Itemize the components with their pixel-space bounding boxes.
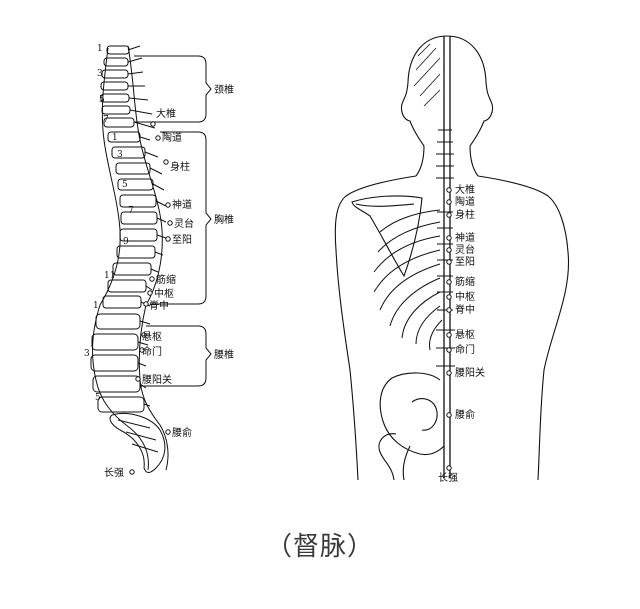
back-point-jizhong: 脊中 bbox=[455, 303, 475, 316]
torso-outline bbox=[334, 175, 417, 481]
diagram-caption: （督脉） bbox=[265, 532, 374, 562]
spine-point-dazhui: 大椎 bbox=[156, 107, 176, 120]
spine-acupoint-labels: 大椎 陶道 身柱 神道 灵台 至阳 筋缩 中枢 脊中 悬枢 命门 腰阳关 腰俞 … bbox=[104, 107, 194, 479]
back-point-dazhui: 大椎 bbox=[455, 183, 475, 196]
svg-text:9: 9 bbox=[123, 237, 129, 247]
back-point-lingtai: 灵台 bbox=[455, 243, 475, 256]
scapula bbox=[351, 195, 423, 278]
svg-text:1: 1 bbox=[93, 301, 99, 311]
spine-point-xuanshu: 悬枢 bbox=[142, 330, 162, 343]
spine-point-mingmen: 命门 bbox=[142, 345, 162, 358]
spine-point-shenzhu: 身柱 bbox=[170, 160, 190, 173]
region-brackets bbox=[134, 55, 212, 387]
svg-text:7: 7 bbox=[128, 206, 134, 216]
svg-text:3: 3 bbox=[84, 349, 90, 359]
svg-text:3: 3 bbox=[117, 150, 123, 160]
lumbar-vertebrae bbox=[90, 313, 151, 413]
svg-text:5: 5 bbox=[99, 95, 105, 105]
back-point-yaoyangguan: 腰阳关 bbox=[455, 366, 485, 379]
femur bbox=[378, 433, 411, 481]
region-label-lumbar: 腰椎 bbox=[214, 348, 234, 361]
region-label-cervical: 颈椎 bbox=[214, 83, 234, 96]
back-point-zhiyang: 至阳 bbox=[455, 256, 475, 268]
region-label-thoracic: 胸椎 bbox=[214, 213, 234, 226]
cervical-vertebrae bbox=[100, 45, 156, 129]
svg-text:5: 5 bbox=[95, 393, 101, 403]
svg-text:1: 1 bbox=[97, 44, 103, 54]
back-point-shenzhu: 身柱 bbox=[455, 208, 475, 221]
spine-point-jinsuo: 筋缩 bbox=[156, 273, 176, 286]
ribs bbox=[373, 209, 443, 351]
spine-point-jizhong: 脊中 bbox=[149, 299, 169, 312]
spine-point-taodao: 陶道 bbox=[162, 131, 182, 144]
back-point-taodao: 陶道 bbox=[455, 195, 475, 208]
head bbox=[400, 35, 448, 147]
back-point-changqiang: 长强 bbox=[438, 472, 458, 484]
spine-point-zhongshu: 中枢 bbox=[154, 287, 174, 300]
back-point-jinsuo: 筋缩 bbox=[455, 275, 475, 288]
svg-text:7: 7 bbox=[103, 115, 109, 125]
back-point-shendao: 神道 bbox=[455, 231, 475, 244]
back-figure bbox=[334, 35, 570, 481]
spine-point-shendao: 神道 bbox=[172, 198, 192, 211]
vertebra-numbers: 1 3 5 7 1 3 5 7 9 11 1 3 5 bbox=[84, 44, 134, 403]
spine-point-changqiang: 长强 bbox=[104, 467, 124, 479]
back-point-mingmen: 命门 bbox=[455, 343, 475, 356]
spine-point-lingtai: 灵台 bbox=[174, 217, 194, 230]
spinous-processes bbox=[436, 129, 455, 367]
spine-point-yaoshu: 腰俞 bbox=[172, 426, 192, 439]
thoracic-vertebrae bbox=[102, 131, 167, 309]
back-point-yaoshu: 腰俞 bbox=[455, 408, 475, 421]
sacrum bbox=[109, 413, 166, 473]
spine-point-zhiyang: 至阳 bbox=[172, 234, 192, 246]
back-point-xuanshu: 悬枢 bbox=[455, 328, 475, 341]
spine-figure bbox=[90, 45, 169, 473]
svg-text:11: 11 bbox=[104, 271, 115, 281]
pelvis bbox=[379, 372, 445, 456]
back-acupoint-labels: 大椎 陶道 身柱 神道 灵台 至阳 筋缩 中枢 脊中 悬枢 命门 腰阳关 腰俞 … bbox=[438, 183, 485, 484]
svg-text:1: 1 bbox=[112, 133, 118, 143]
svg-text:5: 5 bbox=[122, 180, 128, 190]
back-point-zhongshu: 中枢 bbox=[455, 290, 475, 303]
spine-point-yaoyangguan: 腰阳关 bbox=[142, 373, 172, 386]
svg-text:3: 3 bbox=[97, 69, 103, 79]
region-labels: 颈椎 胸椎 腰椎 bbox=[214, 83, 234, 361]
back-acupoint-markers bbox=[446, 187, 452, 471]
